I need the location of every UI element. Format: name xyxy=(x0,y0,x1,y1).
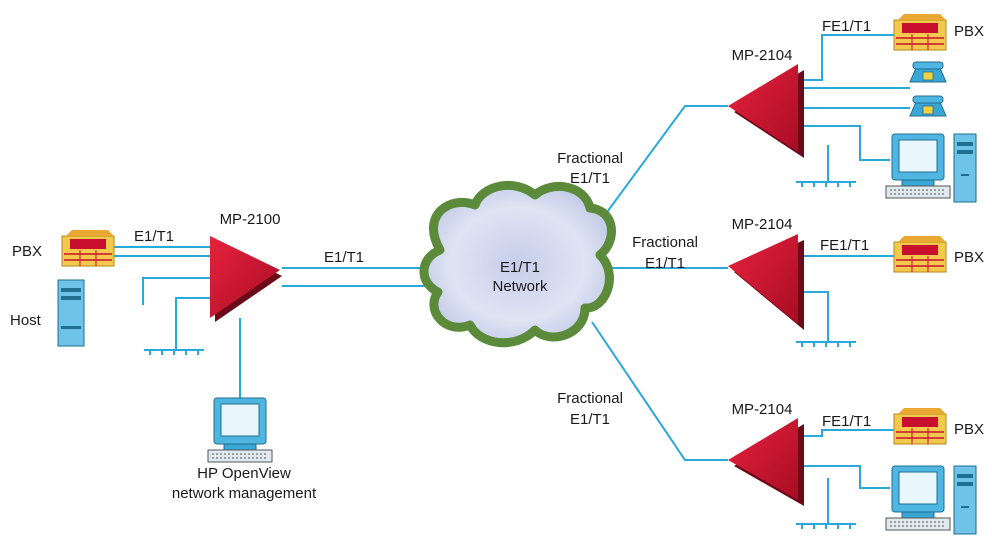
pbx-bot-icon xyxy=(893,407,947,445)
frac-bot-label-line2: E1/T1 xyxy=(570,411,610,428)
mp2100-e1t1-links xyxy=(282,267,440,287)
nms-label-line1: HP OpenView xyxy=(197,465,291,482)
top-site-links xyxy=(795,34,910,188)
mp2104-top-mux xyxy=(728,64,804,158)
fe1-top-label: FE1/T1 xyxy=(822,18,871,35)
left-e1t1-label: E1/T1 xyxy=(134,228,174,245)
frac-top-label-line2: E1/T1 xyxy=(570,170,610,187)
tower-bot-icon xyxy=(953,465,977,535)
frac-top-label-line1: Fractional xyxy=(557,150,623,167)
frac-mid-label-line2: E1/T1 xyxy=(645,255,685,272)
bot-site-links xyxy=(795,429,894,530)
pbx-mid-icon xyxy=(893,235,947,273)
mp2100-label: MP-2100 xyxy=(220,211,281,228)
cloud-label-line2: Network xyxy=(492,278,548,295)
frac-mid-label-line1: Fractional xyxy=(632,234,698,251)
workstation-bot-icon xyxy=(885,465,951,531)
left-site-links xyxy=(114,246,241,398)
mp2104-bot-mux xyxy=(728,418,804,506)
pbx-left-label: PBX xyxy=(12,243,42,260)
pbx-top-label: PBX xyxy=(954,23,984,40)
nms-workstation-icon xyxy=(207,397,273,463)
pbx-left-icon xyxy=(61,229,115,267)
mid-site-links xyxy=(795,255,894,348)
mp2104-bot-label: MP-2104 xyxy=(732,401,793,418)
frac-bot-label-line1: Fractional xyxy=(557,390,623,407)
mp2100-e1t1-label: E1/T1 xyxy=(324,249,364,266)
pbx-top-icon xyxy=(893,13,947,51)
mp2100-mux xyxy=(210,236,282,322)
e1t1-network-cloud: E1/T1 Network xyxy=(419,180,616,348)
pbx-bot-label: PBX xyxy=(954,421,984,438)
nms-label-line2: network management xyxy=(172,485,317,502)
mp2104-mid-label: MP-2104 xyxy=(732,216,793,233)
workstation-top-icon xyxy=(885,133,951,199)
phone-icon xyxy=(909,61,947,83)
mp2104-mid-mux xyxy=(728,234,804,330)
mp2104-top-label: MP-2104 xyxy=(732,47,793,64)
host-label: Host xyxy=(10,312,42,329)
fe1-bot-label: FE1/T1 xyxy=(822,413,871,430)
pbx-mid-label: PBX xyxy=(954,249,984,266)
cloud-label-line1: E1/T1 xyxy=(500,259,540,276)
fe1-mid-label: FE1/T1 xyxy=(820,237,869,254)
phone-icon xyxy=(909,95,947,117)
host-server-icon xyxy=(57,279,85,347)
tower-top-icon xyxy=(953,133,977,203)
wan-links xyxy=(587,105,728,461)
